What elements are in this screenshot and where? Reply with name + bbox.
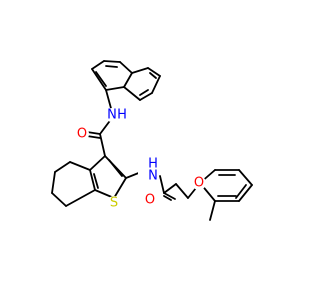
tolyl-ring bbox=[199, 169, 253, 202]
naphthalene-ring-right bbox=[123, 67, 161, 101]
atom-amide-nitrogen: N H bbox=[105, 108, 127, 123]
atom-acetyl-oxygen: O bbox=[143, 193, 157, 208]
thiophene-ring bbox=[89, 155, 127, 199]
amide-group bbox=[86, 117, 113, 157]
atom-sulfur: S bbox=[107, 196, 121, 211]
amide-nitrogen-label: N bbox=[107, 108, 117, 123]
molecule-structure: O N H S H N O O bbox=[51, 60, 253, 221]
atom-second-amide-nh: H N bbox=[138, 157, 158, 184]
acetyl-oxygen-label: O bbox=[145, 193, 155, 208]
amide-oxygen-label: O bbox=[77, 127, 87, 142]
cyclohexane-ring bbox=[51, 161, 96, 207]
acetamide-linker bbox=[159, 175, 201, 201]
naphthalene-ring-upper bbox=[91, 60, 133, 91]
second-amide-hydrogen-label: H bbox=[148, 157, 158, 172]
amide-hydrogen-label: H bbox=[117, 108, 127, 123]
second-amide-nitrogen-label: N bbox=[148, 169, 158, 184]
bond-methyl bbox=[209, 200, 216, 221]
molecule-canvas: O N H S H N O O bbox=[51, 60, 253, 221]
atom-amide-oxygen: O bbox=[75, 127, 89, 142]
ether-oxygen-label: O bbox=[194, 176, 204, 191]
atom-ether-oxygen: O bbox=[192, 176, 206, 191]
sulfur-label: S bbox=[110, 196, 118, 211]
